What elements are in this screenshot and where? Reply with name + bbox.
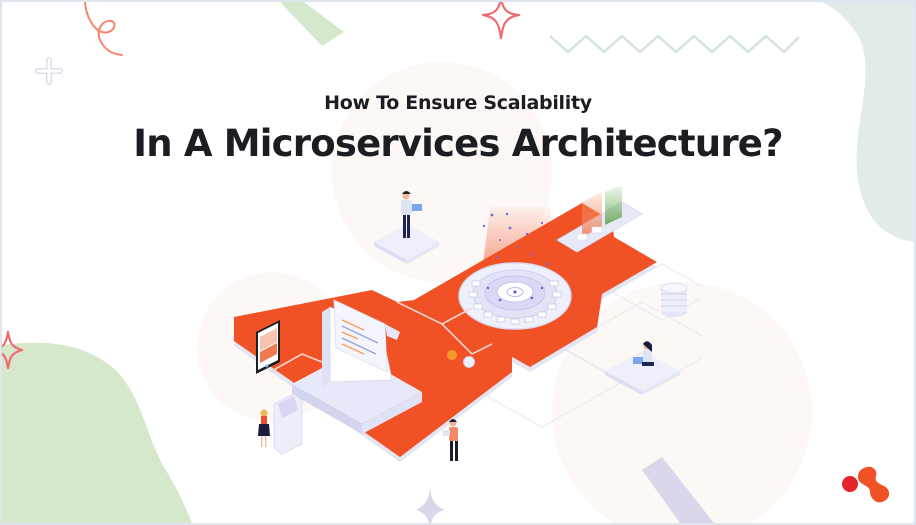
sparkle-filled-icon: [416, 486, 444, 523]
circuit-lines: [269, 301, 493, 373]
connector-node-white: [463, 356, 475, 368]
peach-circle-bottom: [552, 282, 812, 523]
man-holding-tablet: [443, 419, 458, 461]
green-blob: [2, 342, 192, 523]
zigzag-decoration-icon: [550, 34, 800, 54]
database-server-icon: [660, 282, 688, 317]
upper-right-platform: [556, 187, 643, 253]
central-gear-hub: [458, 262, 572, 330]
desktop-monitor-icon: [292, 299, 422, 434]
woman-standing-kiosk: [258, 409, 270, 447]
squiggle-decoration-icon: [84, 2, 123, 56]
connector-node-orange: [447, 350, 457, 360]
green-diagonal-bar: [280, 2, 344, 46]
banner-title: How To Ensure Scalability In A Microserv…: [2, 90, 914, 168]
sparkle-outline-icon: [481, 2, 521, 40]
tablet-charts-icon: [256, 320, 280, 374]
lavender-diagonal-bar: [642, 457, 714, 523]
person-sitting-laptop: [605, 341, 680, 395]
title-subheading: How To Ensure Scalability: [324, 92, 592, 114]
microservices-illustration: [234, 187, 702, 462]
person-standing-laptop: [374, 191, 439, 264]
plus-decoration-icon: [35, 57, 63, 85]
sparkle-left-icon: [2, 330, 24, 370]
atm-kiosk-icon: [273, 393, 303, 455]
grey-green-blob: [822, 2, 914, 242]
title-heading: In A Microservices Architecture?: [133, 122, 783, 165]
particles: [482, 212, 549, 266]
light-beam: [482, 207, 557, 272]
brand-logo-icon: [842, 466, 890, 503]
